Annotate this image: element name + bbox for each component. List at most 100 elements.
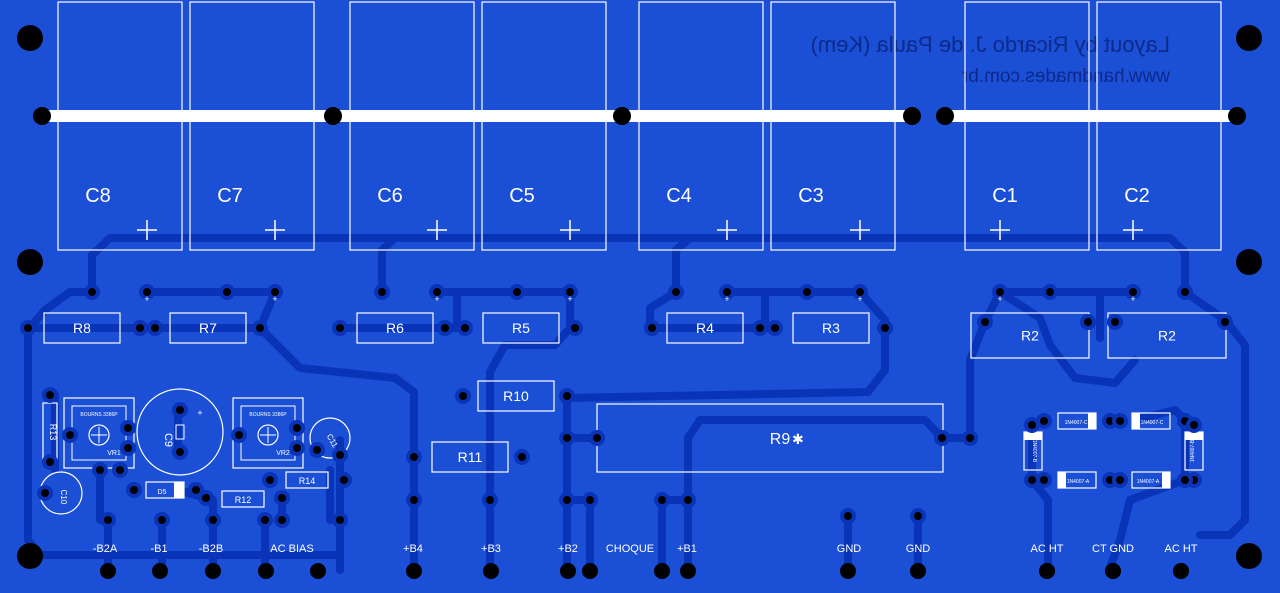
terminal-1-pin1 [100,563,116,579]
trimpot-vr2-pin3-hole [293,444,301,452]
capacitor-c9-plus: + [197,408,202,418]
terminal-2-pin1 [152,563,168,579]
resistor-r9-marker: ✱ [792,431,804,447]
resistor-r9-label: R9 [770,431,791,448]
trimpot-vr2-knob [257,424,279,446]
terminal-label-4: AC BIAS [270,543,313,555]
trimpot-vr1-pin2-hole [124,424,132,432]
bridge-diode-2-pin1-hole [1116,417,1124,425]
mounting-hole-6 [1236,543,1262,569]
terminal-label-6: +B3 [481,543,501,555]
via-8-hole [914,512,922,520]
capacitor-c8-pin2-hole [143,288,151,296]
resistor-r12-pin1-hole [202,494,210,502]
resistor-r5-label: R5 [512,320,530,336]
capacitor-c5-outline [481,1,607,251]
resistor-r14-pin2-hole [340,476,348,484]
capacitor-c8-outline [57,1,183,251]
resistor-r6-label: R6 [386,320,404,336]
diode-d5-pin2-hole [192,486,200,494]
resistor-r11-label: R11 [458,449,483,465]
rail-screw-5 [936,107,954,125]
capacitor-c6-pin1-hole [378,288,386,296]
capacitor-c7-pin2-hole [271,288,279,296]
resistor-r2a-pin1-hole [981,318,989,326]
terminal-9-pin1 [654,563,670,579]
capacitor-c2-outline [1096,1,1222,251]
terminal-7-pin2 [582,563,598,579]
resistor-r12-pin2-hole [278,494,286,502]
trimpot-vr1-pin1-hole [66,431,74,439]
terminal-label-10: GND [837,543,862,555]
mounting-hole-1 [17,25,43,51]
resistor-r7-label: R7 [199,320,217,336]
resistor-r5-pin2-hole [571,324,579,332]
bridge-diode-6-pin2-hole [1181,476,1189,484]
ac-terminal-hole-3 [1173,563,1189,579]
diode-d5-pin1-hole [130,486,138,494]
via-16-hole [116,466,124,474]
capacitor-c4-outline [638,1,764,251]
resistor-r9-pin1-hole [593,434,601,442]
via-13-hole [278,516,286,524]
bridge-diode-2-band [1132,413,1140,429]
capacitor-c4-pin2-hole [723,288,731,296]
rail-screw-6 [1228,107,1246,125]
capacitor-c3-pin2-hole [856,288,864,296]
bridge-diode-6-band [1162,472,1170,488]
resistor-r7-body [169,312,247,344]
resistor-r4-body [666,312,744,344]
resistor-r11-pin1-hole [410,453,418,461]
via-15-hole [96,466,104,474]
rail-screw-4 [903,107,921,125]
resistor-r7-pin2-hole [256,324,264,332]
resistor-r12-body [221,490,265,508]
diode-d5-band [174,482,184,498]
capacitor-c4-pin1-hole [672,288,680,296]
trimpot-vr1-knob [88,424,110,446]
bridge-diode-3-pin1-hole [1028,421,1036,429]
resistor-r14-label: R14 [299,476,316,486]
bridge-diode-3-pin2-hole [1028,476,1036,484]
bridge-diode-1-pin1-hole [1040,417,1048,425]
capacitor-c5-label: C5 [509,185,535,207]
capacitor-c3-outline [770,1,896,251]
bridge-diode-5-label: 1N4007-A [1067,479,1090,485]
heatsink-rail-left [42,110,912,122]
capacitor-c1-label: C1 [992,185,1018,207]
capacitor-c6-pin-plus: + [434,294,439,304]
terminal-label-14: AC HT [1165,543,1198,555]
r9-link-a-hole [563,434,571,442]
resistor-r13-label: R13 [48,424,58,441]
resistor-r5-body [482,312,560,344]
heatsink-rail-right [945,110,1237,122]
capacitor-c6-label: C6 [377,185,403,207]
via-14-hole [336,516,344,524]
via-7-hole [844,512,852,520]
terminal-3-pin1 [205,563,221,579]
rail-screw-3 [613,107,631,125]
capacitor-c3-label: C3 [798,185,824,207]
capacitor-c10-pin1-hole [41,489,49,497]
resistor-r8-body [43,312,121,344]
via-2-hole [486,496,494,504]
resistor-r11-pin2-hole [518,453,526,461]
capacitor-c9-outline [136,388,224,476]
terminal-4-pin2 [310,563,326,579]
pads [20,284,1233,579]
capacitor-c8-pin1-hole [88,288,96,296]
bridge-diode-4-pin1-hole [1190,421,1198,429]
ac-terminal-hole-1 [1039,563,1055,579]
trimpot-vr2-pin1-hole [235,431,243,439]
ac-terminal-hole-2 [1105,563,1121,579]
capacitor-c9-symbol [175,424,185,440]
mounting-holes [17,25,1262,569]
resistor-r12-label: R12 [235,495,252,505]
capacitor-c2-pin1-hole [1129,288,1137,296]
trimpot-vr1-brand: BOURNS 3386P [80,412,118,418]
capacitor-c9-pin1-hole [176,406,184,414]
bridge-diode-5-pin2-hole [1106,476,1114,484]
resistor-r11-body [431,441,509,473]
terminal-7-pin1 [560,563,576,579]
capacitor-c2-pin-plus: + [1130,294,1135,304]
